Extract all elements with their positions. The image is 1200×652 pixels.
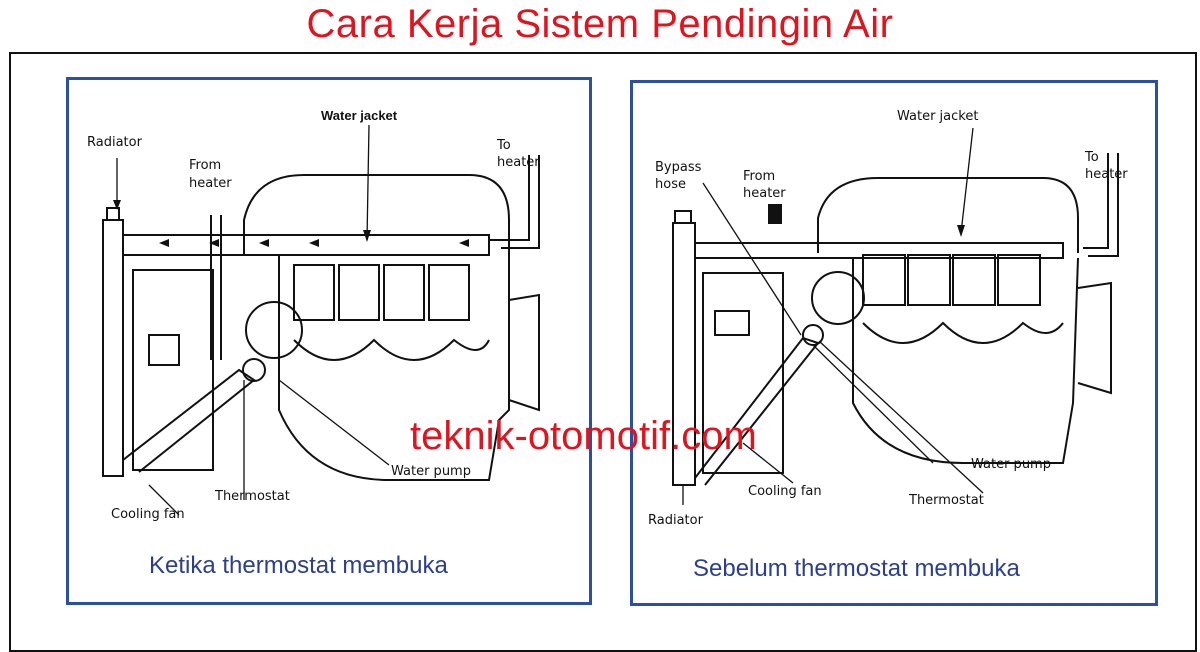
label-thermostat: Thermostat [215, 489, 290, 504]
cooling-fan-hub [148, 334, 180, 366]
cooling-fan-hub [714, 310, 750, 336]
label-from-heater-line-1: From [189, 158, 222, 173]
label-cooling-fan: Cooling fan [748, 484, 822, 499]
label-thermostat: Thermostat [909, 493, 984, 508]
label-cooling-fan: Cooling fan [111, 507, 185, 522]
engine-diagram-thermostat-closed [672, 127, 1119, 505]
label-radiator: Radiator [87, 135, 142, 150]
page-title: Cara Kerja Sistem Pendingin Air [306, 2, 894, 46]
label-water-jacket: Water jacket [897, 109, 979, 124]
label-to-heater-line-1: To [1085, 150, 1099, 165]
label-bypass-hose-line-2: hose [655, 177, 686, 192]
engine-diagram-thermostat-open [102, 124, 540, 516]
label-from-heater-line-2: heater [189, 176, 232, 191]
caption-thermostat-open: Ketika thermostat membuka [149, 552, 448, 579]
watermark: teknik-otomotif.com [410, 414, 757, 458]
radiator-cap [106, 207, 120, 221]
label-water-pump: Water pump [971, 457, 1051, 472]
panel-thermostat-closed: Water jacket Bypass hose From heater To … [630, 80, 1158, 606]
label-water-pump: Water pump [391, 464, 471, 479]
panel-thermostat-open: Water jacket Radiator From heater To hea… [66, 77, 592, 605]
label-bypass-hose-line-1: Bypass [655, 160, 702, 175]
radiator-cap [674, 210, 692, 224]
label-water-jacket: Water jacket [321, 108, 398, 123]
label-radiator: Radiator [648, 513, 703, 528]
label-to-heater-line-2: heater [1085, 167, 1128, 182]
radiator-tank [102, 219, 124, 477]
label-from-heater-line-1: From [743, 169, 776, 184]
label-to-heater-line-1: To [497, 138, 511, 153]
caption-thermostat-closed: Sebelum thermostat membuka [693, 555, 1020, 582]
label-from-heater-line-2: heater [743, 186, 786, 201]
label-to-heater-line-2: heater [497, 155, 540, 170]
